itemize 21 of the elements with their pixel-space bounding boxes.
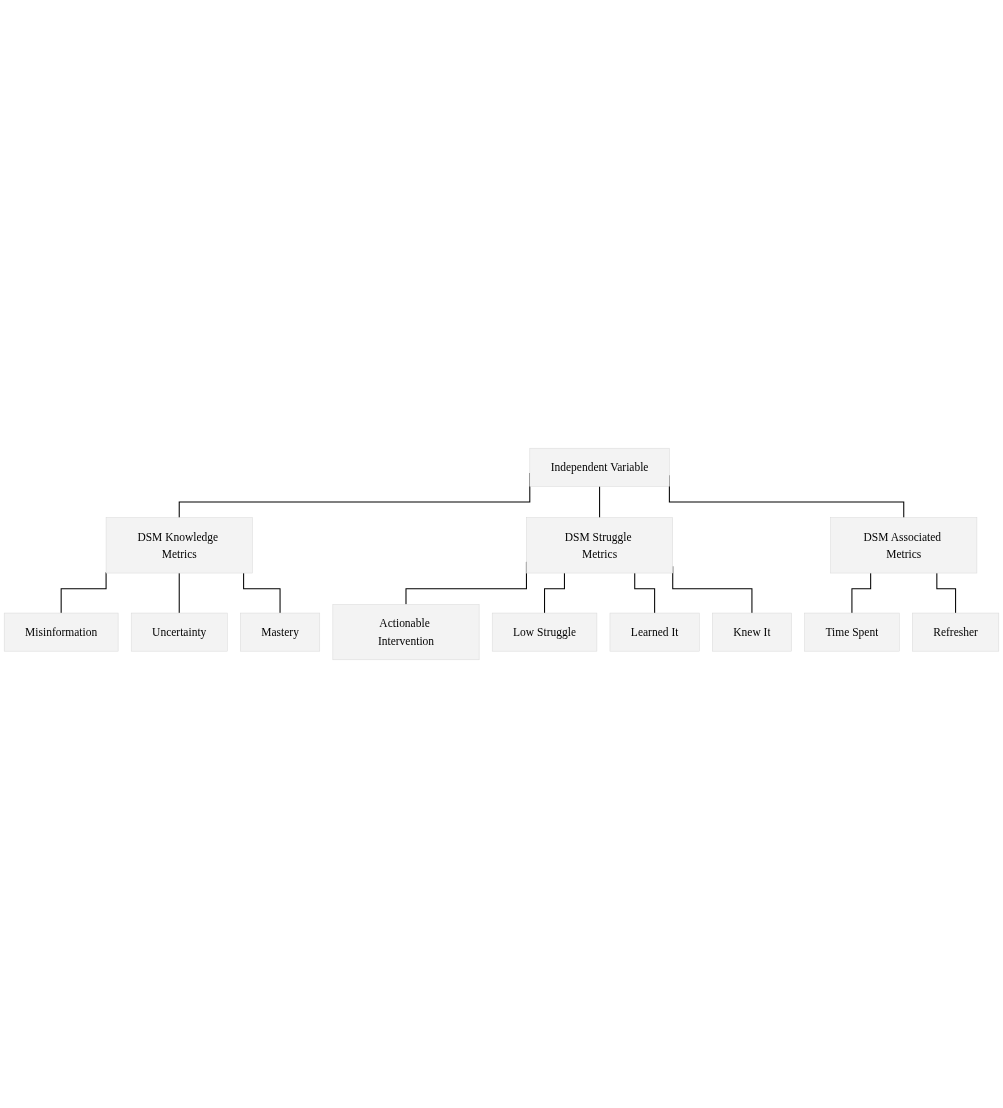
node-box: DSM Associated Metrics	[830, 517, 978, 574]
connector	[634, 572, 656, 614]
connector	[60, 571, 107, 614]
node-box: Uncertainty	[130, 612, 228, 652]
connector	[243, 572, 281, 614]
connector	[851, 572, 872, 614]
node-box: Low Struggle	[491, 612, 598, 652]
node-box: Knew It	[712, 612, 792, 652]
connector	[178, 572, 180, 614]
node-box: DSM Knowledge Metrics	[105, 517, 253, 574]
node-box: Mastery	[240, 612, 321, 652]
node-box: Refresher	[912, 612, 1000, 652]
node-box: Learned It	[609, 612, 700, 652]
connector	[544, 572, 565, 614]
node-box: Independent Variable	[529, 447, 670, 487]
node-box: Time Spent	[804, 612, 900, 652]
connector	[599, 485, 601, 519]
node-box: Misinformation	[3, 612, 119, 652]
node-box: DSM Struggle Metrics	[526, 517, 673, 574]
connector	[936, 572, 957, 614]
node-box: Actionable Intervention	[332, 604, 480, 661]
